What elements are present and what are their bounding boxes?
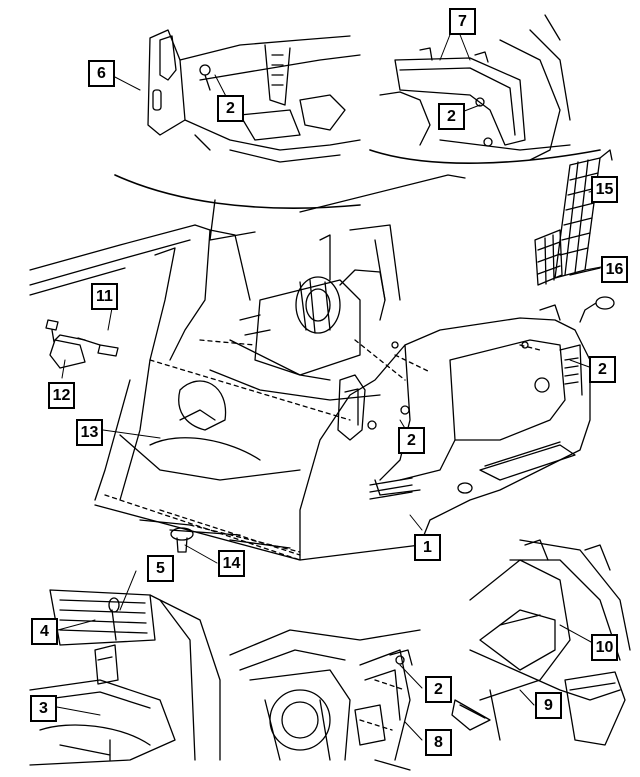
callout-16: 16 bbox=[601, 256, 628, 283]
detail-view-bottom-left bbox=[29, 589, 221, 766]
callout-3: 3 bbox=[30, 695, 57, 722]
callout-11: 11 bbox=[91, 283, 118, 310]
callout-2: 2 bbox=[425, 676, 452, 703]
callout-2: 2 bbox=[438, 103, 465, 130]
callout-12: 12 bbox=[48, 382, 75, 409]
detail-view-quarter-trim-top-left bbox=[147, 29, 361, 163]
callout-7: 7 bbox=[449, 8, 476, 35]
callout-15: 15 bbox=[591, 176, 618, 203]
callout-8: 8 bbox=[425, 729, 452, 756]
callout-6: 6 bbox=[88, 60, 115, 87]
callout-2: 2 bbox=[398, 427, 425, 454]
callout-4: 4 bbox=[31, 618, 58, 645]
pushpin-clip bbox=[170, 527, 194, 553]
detail-view-bottom-right bbox=[451, 539, 631, 746]
detail-view-upper-trim-top-right bbox=[379, 14, 571, 161]
callout-2: 2 bbox=[217, 95, 244, 122]
callout-10: 10 bbox=[591, 634, 618, 661]
pushpin-fastener bbox=[579, 296, 615, 323]
callout-9: 9 bbox=[535, 692, 562, 719]
main-interior-assembly bbox=[29, 224, 591, 561]
detail-view-bottom-middle bbox=[229, 629, 421, 771]
bracket-and-bolts bbox=[45, 319, 119, 369]
callout-13: 13 bbox=[76, 419, 103, 446]
callout-14: 14 bbox=[218, 550, 245, 577]
callout-2: 2 bbox=[589, 356, 616, 383]
callout-5: 5 bbox=[147, 555, 174, 582]
callout-1: 1 bbox=[414, 534, 441, 561]
